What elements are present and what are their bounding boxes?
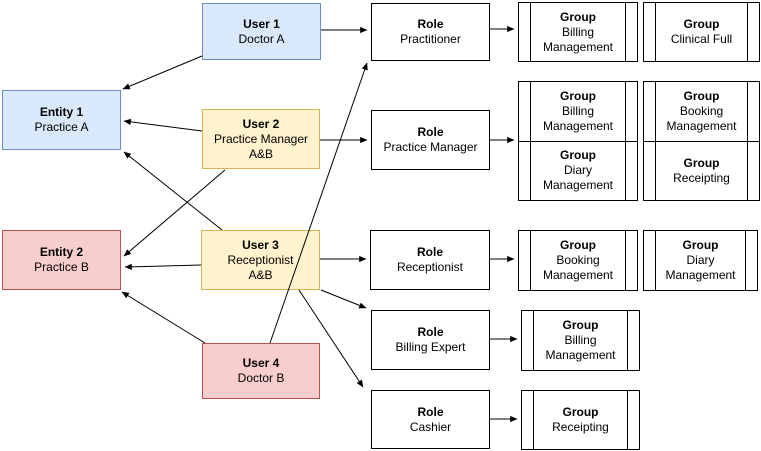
group-label: Group [562,405,599,419]
user-3-subtitle: Receptionist A&B [227,252,294,282]
group-billing-management-node: Group Billing Management [518,2,638,62]
entity-1-node: Entity 1 Practice A [2,90,121,150]
group-diary-management-node: Group Diary Management [643,230,758,291]
group-name: Billing Management [545,333,616,362]
group-label: Group [683,88,720,103]
group-label: Group [560,238,596,252]
group-receipting-node: Group Receipting [521,390,640,450]
user-1-node: User 1 Doctor A [202,3,321,60]
role-name: Billing Expert [395,340,466,354]
entity-1-subtitle: Practice A [34,120,89,134]
group-billing-management-2-node: Group Billing Management [521,310,640,371]
user-4-subtitle: Doctor B [237,371,285,385]
group-label: Group [682,238,719,252]
group-name: Clinical Full [670,32,733,46]
group-name: Receipting [673,170,730,185]
group-label: Group [683,17,720,31]
edge-user-4-role-practitioner [269,62,368,344]
role-practice-manager-node: Role Practice Manager [371,110,490,170]
group-name: Billing Management [542,103,614,133]
user-3-node: User 3 Receptionist A&B [201,230,320,290]
group-booking-management-node: Group Booking Management [518,230,638,291]
user-4-title: User 4 [242,356,280,370]
user-2-title: User 2 [242,116,280,131]
group-name: Billing Management [542,24,614,54]
edge-user-3-role-billing-expert [320,289,367,309]
edge-user-3-entity-2 [124,263,202,270]
group-name: Booking Management [542,253,614,282]
role-billing-expert-node: Role Billing Expert [371,310,490,370]
group-stack-booking-receipting-node: Group Booking Management Group Receiptin… [643,81,760,201]
role-name: Practitioner [400,32,461,46]
group-stack-billing-diary-node: Group Billing Management Group Diary Man… [518,81,638,201]
role-label: Role [417,125,444,139]
group-clinical-full-node: Group Clinical Full [643,2,760,62]
group-name: Receipting [552,420,609,434]
group-name: Diary Management [542,163,614,193]
role-receptionist-node: Role Receptionist [370,230,490,290]
role-cashier-node: Role Cashier [371,390,490,449]
group-label: Group [562,318,599,332]
role-name: Cashier [409,419,452,434]
user-2-node: User 2 Practice Manager A&B [202,109,320,169]
edge-user-1-entity-1 [122,55,203,90]
group-name: Diary Management [665,253,736,282]
user-2-subtitle: Practice Manager A&B [213,131,309,161]
role-label: Role [417,404,444,419]
edge-user-4-entity-2 [121,291,206,344]
role-label: Role [417,325,444,339]
group-label: Group [560,148,596,163]
role-name: Practice Manager [383,140,478,154]
edge-user-2-entity-1 [123,118,203,132]
entity-1-title: Entity 1 [39,105,84,119]
entity-2-title: Entity 2 [39,245,84,259]
group-label: Group [560,9,596,24]
role-label: Role [416,245,443,259]
entity-2-node: Entity 2 Practice B [2,230,121,290]
entity-2-subtitle: Practice B [34,260,89,274]
group-label: Group [683,155,720,170]
user-4-node: User 4 Doctor B [202,343,320,399]
user-3-title: User 3 [242,237,279,252]
user-1-subtitle: Doctor A [238,31,285,46]
user-1-title: User 1 [243,16,280,31]
role-label: Role [417,17,444,31]
group-label: Group [560,88,596,103]
role-name: Receptionist [396,260,464,274]
role-practitioner-node: Role Practitioner [371,3,490,61]
group-name: Booking Management [666,103,737,133]
